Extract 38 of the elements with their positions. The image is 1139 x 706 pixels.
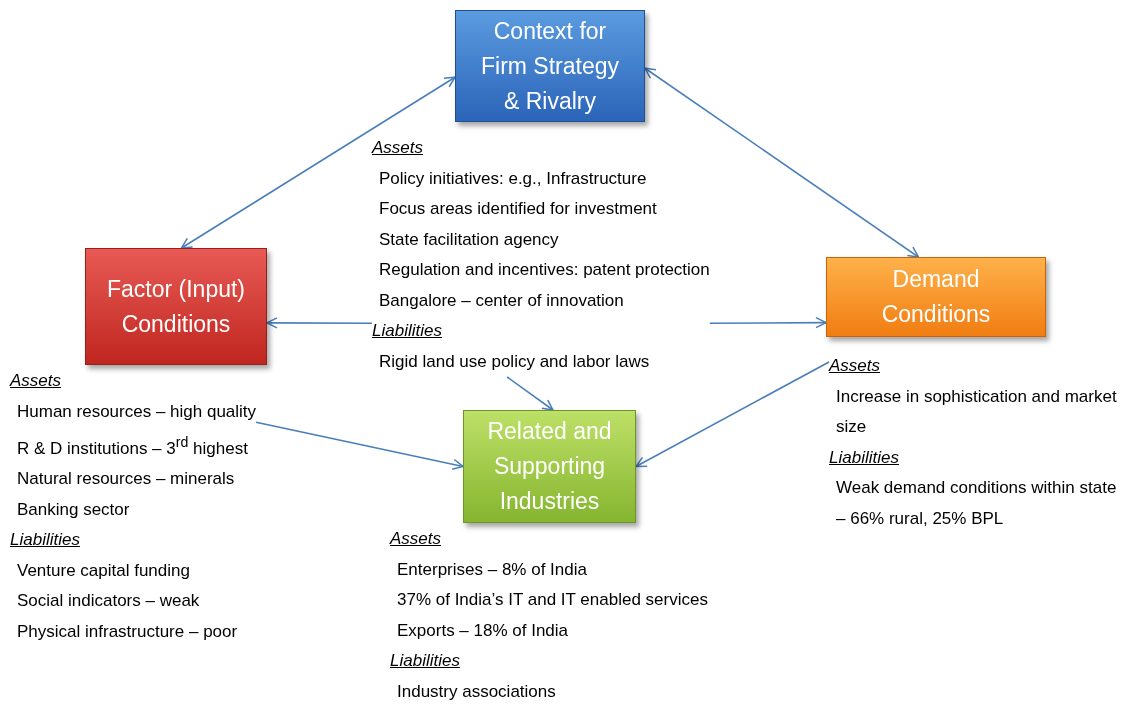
list-item: Banking sector <box>16 498 131 521</box>
section-heading: Liabilities <box>390 650 461 672</box>
arrow <box>255 421 464 471</box>
arrow <box>644 67 920 258</box>
section-heading: Assets <box>372 137 425 159</box>
arrow <box>180 76 456 249</box>
list-item: Natural resources – minerals <box>16 468 236 491</box>
arrow <box>709 316 827 329</box>
list-item: Policy initiatives: e.g., Infrastructure <box>378 167 648 190</box>
list-item: Bangalore – center of innovation <box>378 289 625 312</box>
section-heading: Assets <box>829 355 882 377</box>
list-item: Exports – 18% of India <box>396 619 570 642</box>
list-item: State facilitation agency <box>378 228 560 251</box>
factor-box: Context for Firm Strategy & Rivalry <box>455 10 645 122</box>
list-item: Physical infrastructure – poor <box>16 620 239 643</box>
section-heading: Assets <box>390 528 443 550</box>
list-item: Focus areas identified for investment <box>378 198 658 220</box>
factor-box: Demand Conditions <box>826 257 1046 337</box>
arrow <box>506 376 554 411</box>
list-item: Venture capital funding <box>16 559 191 582</box>
list-item: Increase in sophistication and market size <box>835 385 1118 438</box>
arrow <box>635 361 830 468</box>
factor-box: Related and Supporting Industries <box>463 410 636 523</box>
list-item: Industry associations <box>396 680 557 703</box>
arrow <box>266 317 373 329</box>
section-heading: Assets <box>10 370 63 392</box>
list-item: Regulation and incentives: patent protection <box>378 259 710 281</box>
list-item: Enterprises – 8% of India <box>396 558 588 581</box>
section-heading: Liabilities <box>372 320 443 342</box>
list-item: R & D institutions – 3$^{rd}$ highest <box>16 433 249 460</box>
list-item: Rigid land use policy and labor laws <box>378 350 651 373</box>
list-item: Human resources – high quality <box>16 400 257 423</box>
section-heading: Liabilities <box>10 529 81 552</box>
factor-box: Factor (Input) Conditions <box>85 248 267 365</box>
list-item: Weak demand conditions within state – 66% rural, 25% BPL <box>835 477 1118 530</box>
list-item: 37% of India’s IT and IT enabled services <box>396 589 708 611</box>
list-item: Social indicators – weak <box>16 590 201 613</box>
section-heading: Liabilities <box>829 446 900 469</box>
